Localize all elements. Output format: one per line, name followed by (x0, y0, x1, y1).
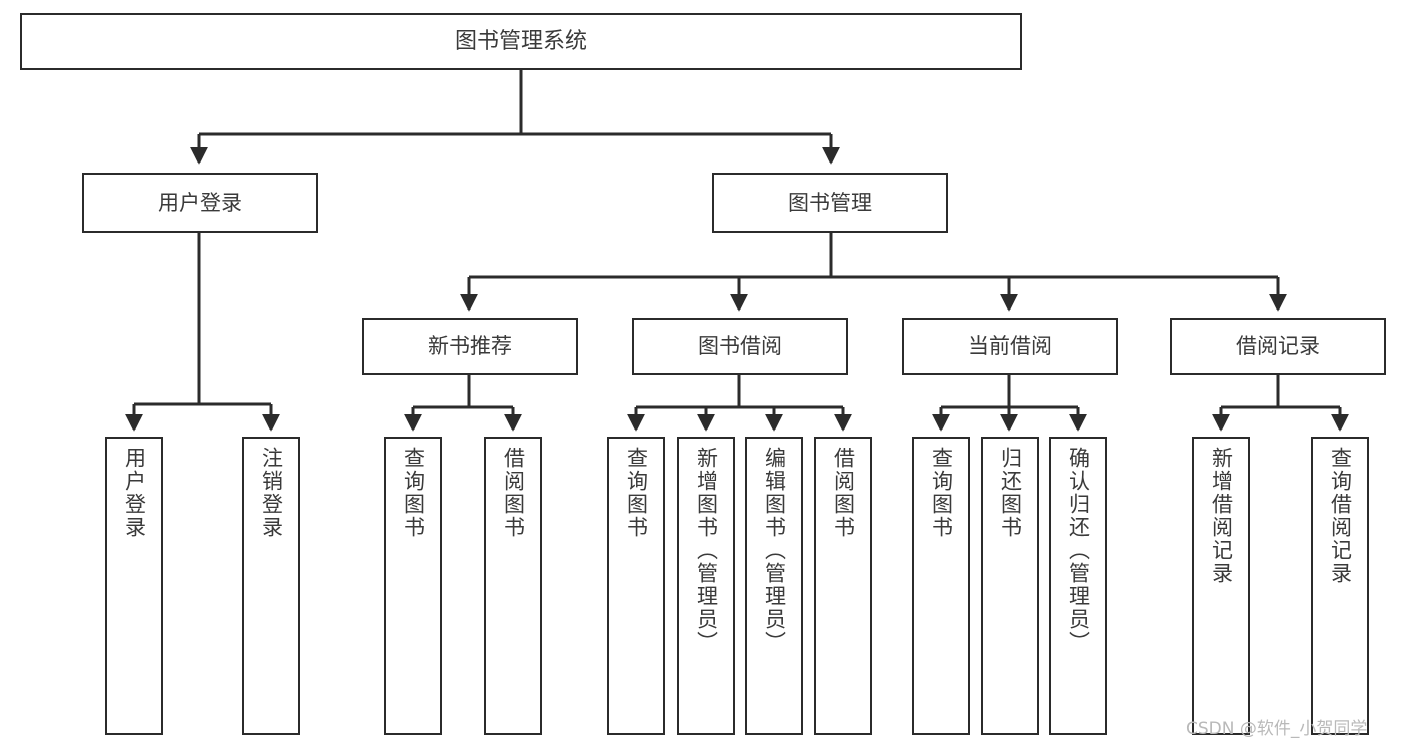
leaf-add-borrow-record[interactable]: 新增借阅记录 (1192, 437, 1250, 735)
node-label: 图书借阅 (698, 334, 782, 359)
node-label: 确认归还（管理员） (1066, 447, 1091, 654)
node-label: 图书管理 (788, 190, 872, 215)
node-label: 归还图书 (998, 447, 1023, 539)
node-book-borrow[interactable]: 图书借阅 (632, 318, 848, 375)
node-label: 用户登录 (158, 190, 242, 215)
node-label: 查询图书 (624, 447, 649, 539)
node-label: 查询图书 (929, 447, 954, 539)
node-label: 新增图书（管理员） (694, 447, 719, 654)
watermark-text: CSDN @软件_小贺同学 (1186, 719, 1368, 739)
leaf-add-book-admin[interactable]: 新增图书（管理员） (677, 437, 735, 735)
node-label: 图书管理系统 (454, 28, 587, 54)
node-root-system[interactable]: 图书管理系统 (20, 13, 1022, 70)
node-current-borrow[interactable]: 当前借阅 (902, 318, 1118, 375)
node-new-book-recommend[interactable]: 新书推荐 (362, 318, 578, 375)
leaf-edit-book-admin[interactable]: 编辑图书（管理员） (745, 437, 803, 735)
node-label: 新书推荐 (428, 334, 512, 359)
node-book-management[interactable]: 图书管理 (712, 173, 948, 233)
node-label: 编辑图书（管理员） (762, 447, 787, 654)
node-label: 当前借阅 (968, 334, 1052, 359)
node-label: 用户登录 (122, 447, 147, 539)
node-label: 借阅记录 (1236, 334, 1320, 359)
leaf-logout[interactable]: 注销登录 (242, 437, 300, 735)
leaf-query-book-current[interactable]: 查询图书 (912, 437, 970, 735)
leaf-query-book-recommend[interactable]: 查询图书 (384, 437, 442, 735)
node-label: 查询图书 (401, 447, 426, 539)
node-borrow-record[interactable]: 借阅记录 (1170, 318, 1386, 375)
node-label: 借阅图书 (501, 447, 526, 539)
leaf-borrow-book[interactable]: 借阅图书 (814, 437, 872, 735)
leaf-borrow-book-recommend[interactable]: 借阅图书 (484, 437, 542, 735)
leaf-query-book-borrow[interactable]: 查询图书 (607, 437, 665, 735)
node-user-login[interactable]: 用户登录 (82, 173, 318, 233)
leaf-user-login[interactable]: 用户登录 (105, 437, 163, 735)
leaf-query-borrow-record[interactable]: 查询借阅记录 (1311, 437, 1369, 735)
node-label: 新增借阅记录 (1209, 447, 1234, 585)
leaf-confirm-return-admin[interactable]: 确认归还（管理员） (1049, 437, 1107, 735)
node-label: 查询借阅记录 (1328, 447, 1353, 585)
node-label: 注销登录 (259, 447, 284, 539)
node-label: 借阅图书 (831, 447, 856, 539)
leaf-return-book[interactable]: 归还图书 (981, 437, 1039, 735)
